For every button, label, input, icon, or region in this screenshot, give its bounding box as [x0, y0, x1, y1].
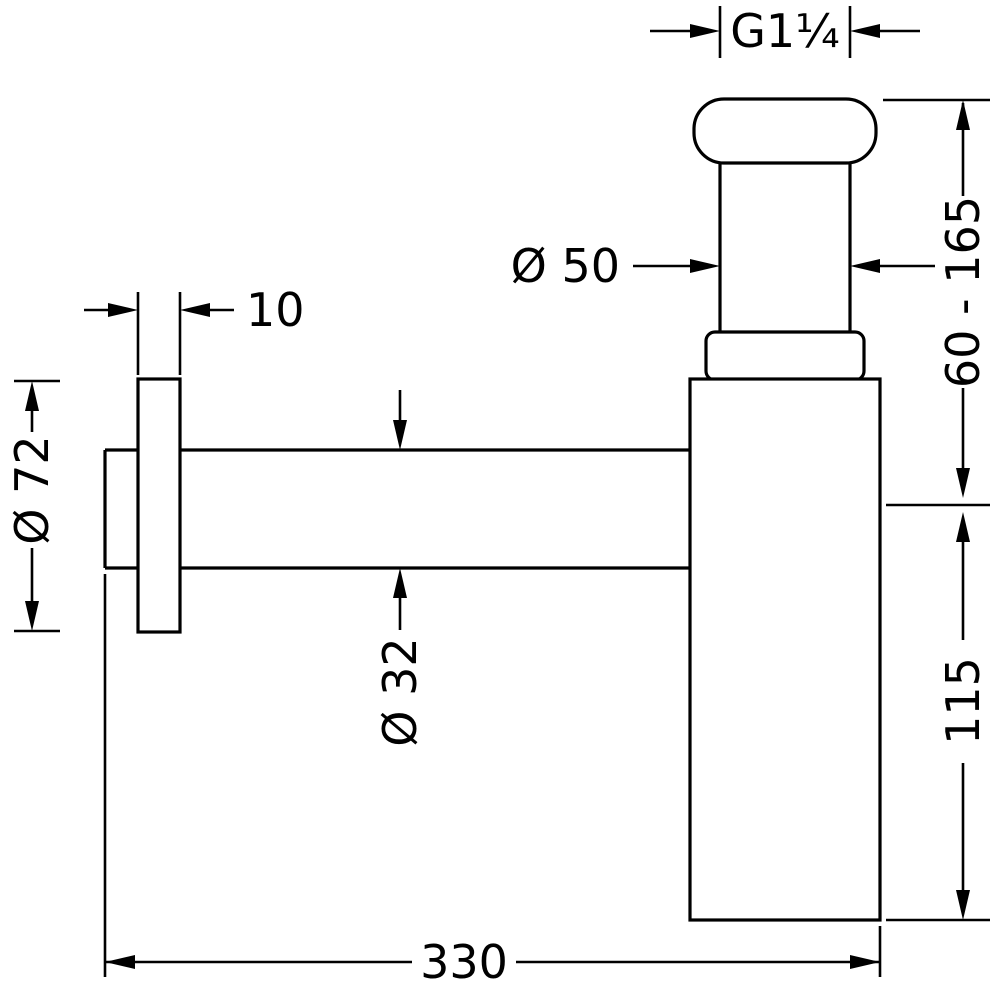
- arrowhead-right-icon: [108, 303, 138, 317]
- dimension-inlet-diameter: Ø 50: [511, 239, 935, 293]
- arrowhead-up-icon: [956, 100, 970, 130]
- collar-nut: [704, 330, 866, 382]
- arrowhead-down-icon: [956, 890, 970, 920]
- inlet-pipe: [718, 156, 852, 338]
- arrowhead-left-icon: [850, 259, 880, 273]
- arrowhead-up-icon: [25, 381, 39, 411]
- wall-flange: [136, 377, 182, 634]
- overall-depth-label: 330: [420, 935, 508, 989]
- dimension-wall-pipe-diameter: Ø 32: [373, 390, 427, 747]
- inlet-diameter-label: Ø 50: [511, 239, 620, 293]
- dimension-adjustable-height: 60 - 165: [883, 98, 990, 507]
- slip-nut: [692, 97, 878, 165]
- flange-thickness-label: 10: [246, 283, 305, 337]
- trap-body-height-label: 115: [936, 657, 990, 745]
- thread-label: G1¼: [730, 4, 840, 58]
- dimension-flange-thickness: 10: [84, 283, 305, 375]
- arrowhead-up-icon: [956, 512, 970, 542]
- dimension-flange-diameter: Ø 72: [5, 379, 60, 633]
- dimension-thread: G1¼: [650, 4, 920, 58]
- flange-diameter-label: Ø 72: [5, 435, 59, 544]
- arrowhead-left-icon: [180, 303, 210, 317]
- arrowhead-right-icon: [690, 259, 720, 273]
- arrowhead-left-icon: [850, 24, 880, 38]
- arrowhead-up-icon: [393, 568, 407, 598]
- arrowhead-right-icon: [690, 24, 720, 38]
- adjustable-height-label: 60 - 165: [936, 196, 990, 388]
- trap-body: [688, 377, 882, 922]
- arrowhead-right-icon: [850, 955, 880, 969]
- product-outline: [103, 97, 882, 922]
- dimension-trap-body-height: 115: [886, 512, 990, 922]
- arrowhead-down-icon: [956, 468, 970, 498]
- arrowhead-down-icon: [393, 420, 407, 450]
- dimension-overall-depth: 330: [103, 574, 882, 989]
- arrowhead-down-icon: [25, 601, 39, 631]
- wall-pipe: [103, 448, 694, 570]
- wall-pipe-diameter-label: Ø 32: [373, 637, 427, 746]
